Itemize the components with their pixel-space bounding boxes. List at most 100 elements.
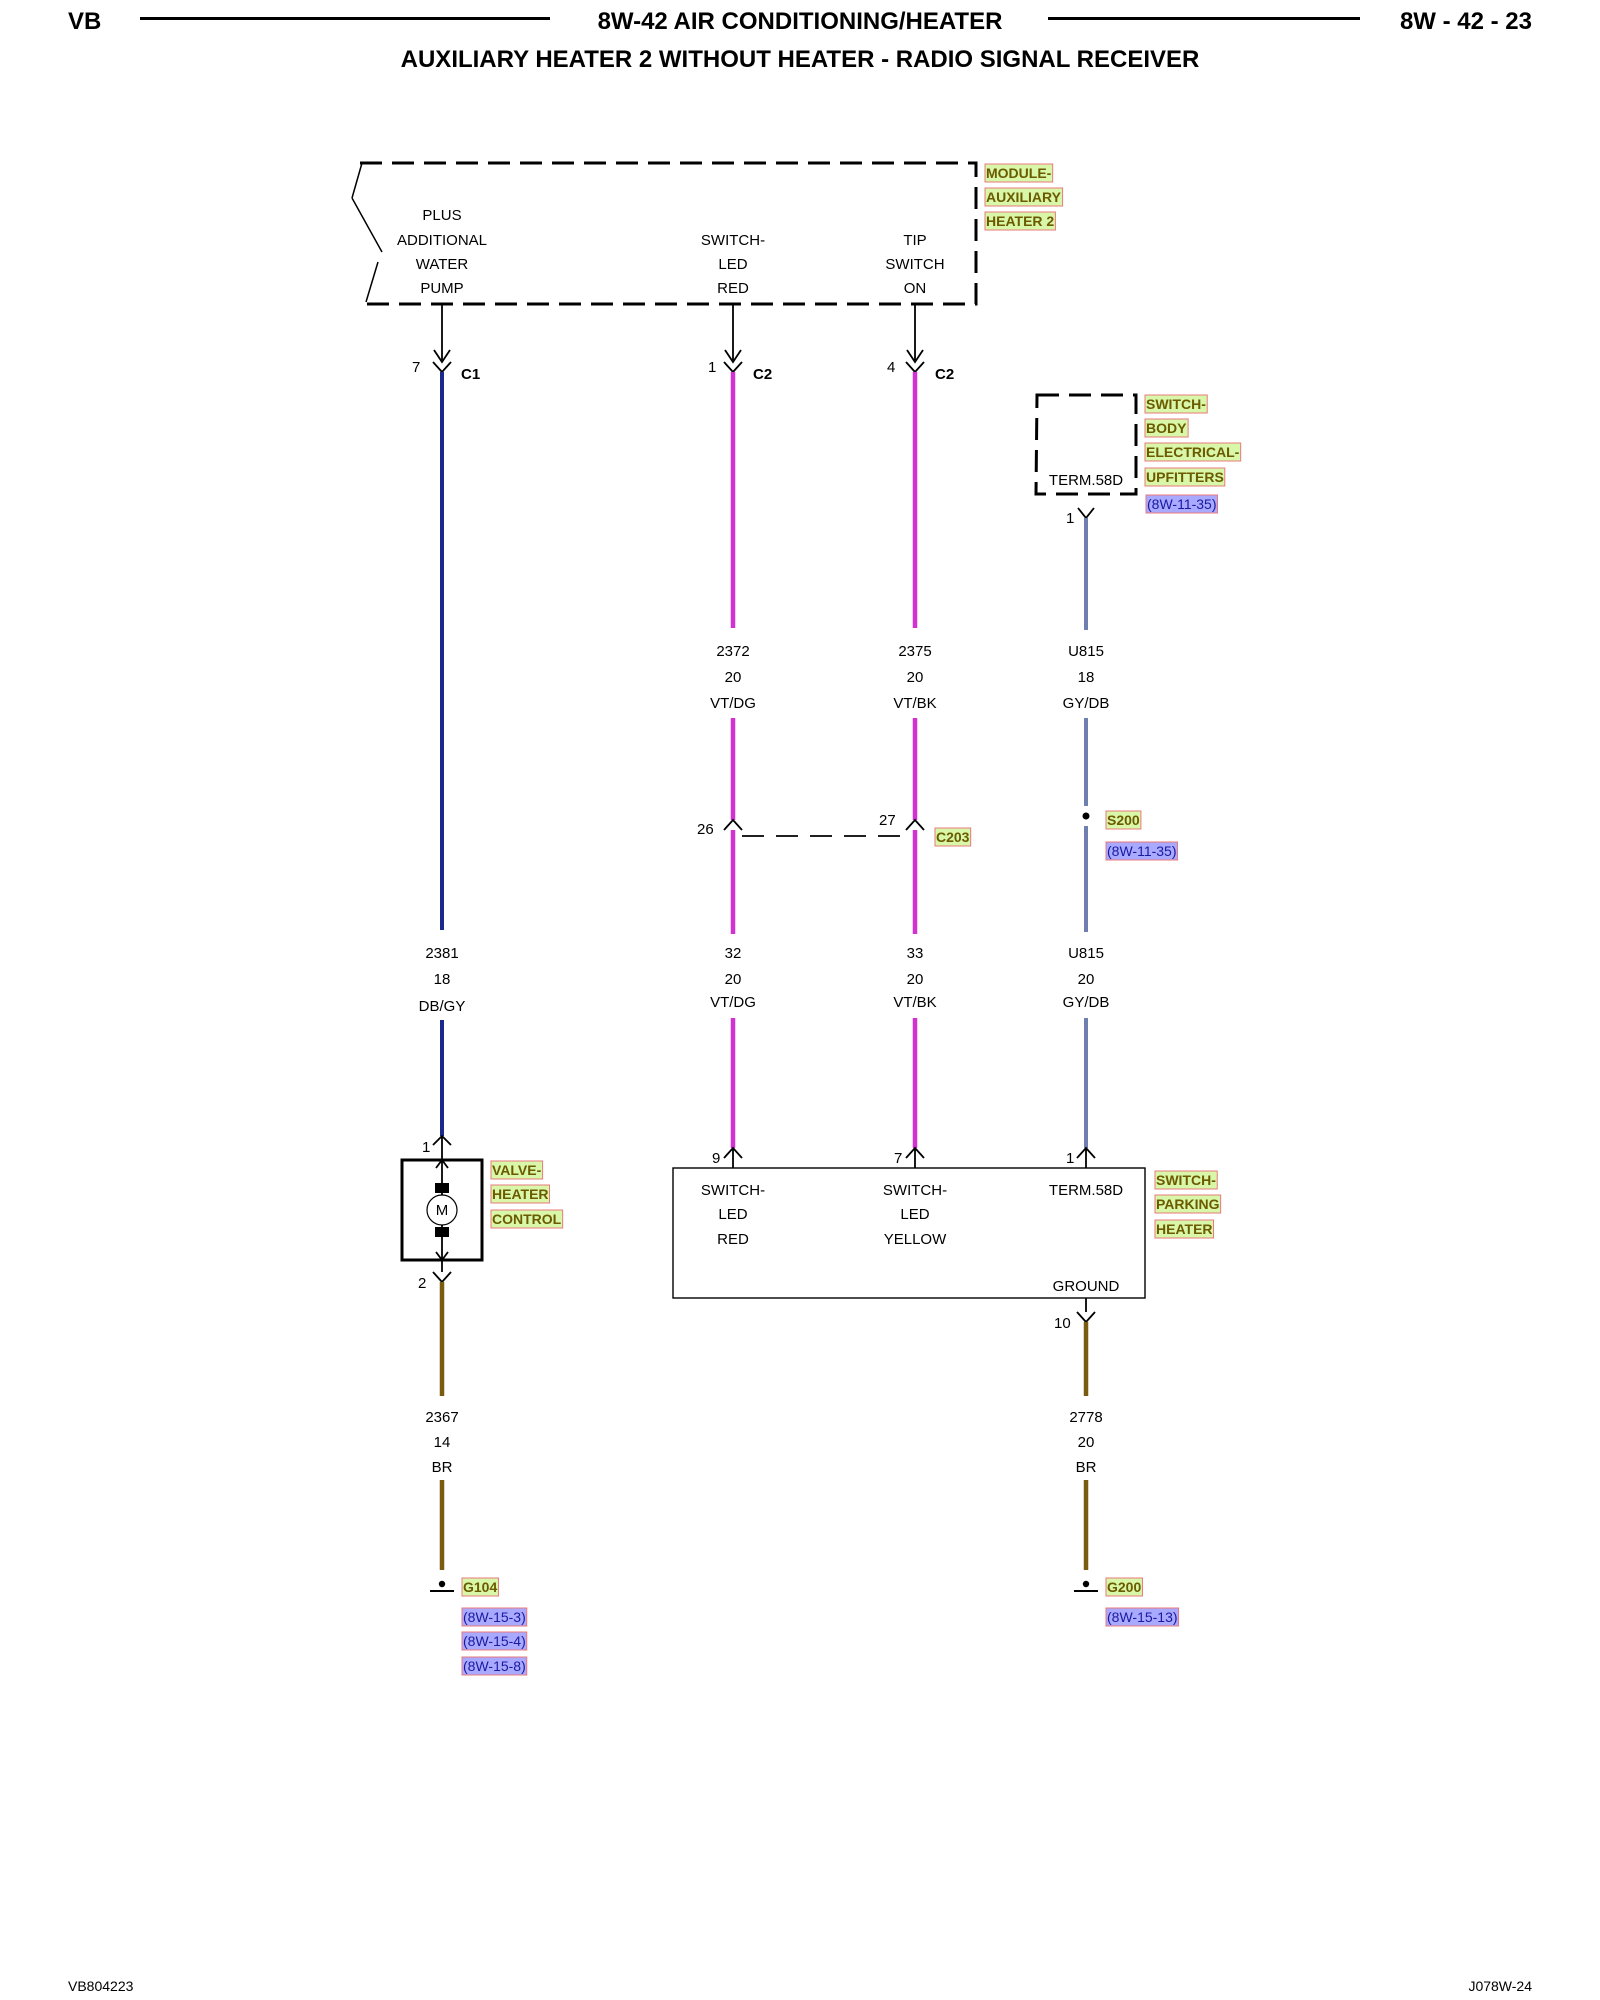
wire-2367-gauge: 14 — [434, 1434, 451, 1451]
module-tag-line-3: HEATER 2 — [986, 213, 1054, 229]
upfitter-switch-box — [1034, 393, 1138, 496]
wire-2367-color: BR — [432, 1459, 453, 1476]
c203-name: C203 — [936, 829, 970, 845]
tag-highlight — [1105, 810, 1142, 830]
module-pin-1-line-4: PUMP — [420, 280, 463, 297]
module-box — [360, 161, 978, 306]
module-connectors: 7 C1 1 C2 4 C2 — [412, 359, 954, 383]
module-pin-3-line-3: ON — [904, 280, 927, 297]
reference-highlight — [461, 1631, 528, 1651]
tag-highlight — [934, 827, 972, 847]
parking-pin-2-line-3: YELLOW — [884, 1231, 947, 1248]
valve-cavity-1: 1 — [422, 1139, 430, 1156]
wire-u815a-gauge: 18 — [1078, 669, 1095, 686]
header-rule-right — [1048, 17, 1360, 20]
parking-tag-line-3: HEATER — [1156, 1221, 1213, 1237]
footer-right: J078W-24 — [1468, 1978, 1532, 1994]
module-tag-line-1: MODULE- — [986, 165, 1052, 181]
parking-pin-1-line-3: RED — [717, 1231, 749, 1248]
wire-labels: 2372 20 VT/DG 2375 20 VT/BK U815 18 GY/D… — [419, 643, 1110, 1476]
g104-ref-2[interactable]: (8W-15-4) — [463, 1633, 526, 1649]
c203-cavity-26: 26 — [697, 821, 714, 838]
tag-highlight — [461, 1577, 499, 1597]
g200-ref[interactable]: (8W-15-13) — [1107, 1609, 1178, 1625]
upfitter-cavity: 1 — [1066, 510, 1074, 527]
module-pin-1-line-1: PLUS — [422, 207, 461, 224]
module-pin-1-line-3: WATER — [416, 256, 469, 273]
parking-cavity-1: 1 — [1066, 1150, 1074, 1167]
wire-2375-circuit: 2375 — [898, 643, 931, 660]
module-pin-3-line-1: TIP — [903, 232, 926, 249]
wire-2372-gauge: 20 — [725, 669, 742, 686]
tag-highlight — [984, 211, 1056, 231]
parking-pin-1-line-2: LED — [718, 1206, 747, 1223]
upfitter-tag-line-2: BODY — [1146, 420, 1187, 436]
upfitter-tag-line-3: ELECTRICAL- — [1146, 444, 1240, 460]
wire-33-gauge: 20 — [907, 971, 924, 988]
wire-2372-color: VT/DG — [710, 695, 756, 712]
module-pin-1-line-2: ADDITIONAL — [397, 232, 487, 249]
tag-highlight — [1144, 394, 1208, 414]
upfitter-ref[interactable]: (8W-11-35) — [1147, 496, 1217, 512]
upfitter-tag-line-1: SWITCH- — [1146, 396, 1206, 412]
tag-highlight — [1144, 442, 1242, 462]
wire-2778-gauge: 20 — [1078, 1434, 1095, 1451]
tag-highlight — [1154, 1219, 1215, 1239]
page-subtitle: AUXILIARY HEATER 2 WITHOUT HEATER - RADI… — [400, 46, 1200, 73]
motor-letter: M — [436, 1202, 449, 1219]
parking-tag-line-1: SWITCH- — [1156, 1172, 1216, 1188]
wire-u815a-color: GY/DB — [1063, 695, 1110, 712]
page-title: 8W-42 AIR CONDITIONING/HEATER — [597, 8, 1003, 35]
wire-u815b-circuit: U815 — [1068, 945, 1104, 962]
module-box-break — [351, 162, 383, 303]
tag-highlight — [1105, 1577, 1143, 1597]
wire-2381-circuit: 2381 — [425, 945, 458, 962]
wire-32-color: VT/DG — [710, 994, 756, 1011]
c2-cavity-4: 4 — [887, 359, 895, 376]
reference-highlight — [1105, 1607, 1180, 1627]
upfitter-switch-labels: SWITCH- BODY ELECTRICAL- UPFITTERS (8W-1… — [1049, 396, 1240, 527]
module-tag: MODULE- AUXILIARY HEATER 2 — [986, 165, 1062, 229]
ground-labels: G104 (8W-15-3) (8W-15-4) (8W-15-8) G200 … — [463, 1579, 1178, 1674]
c1-cavity: 7 — [412, 359, 420, 376]
s200-ref[interactable]: (8W-11-35) — [1107, 843, 1177, 859]
g104-name: G104 — [463, 1579, 497, 1595]
parking-switch-box — [672, 1167, 1146, 1299]
module-pin-2-line-3: RED — [717, 280, 749, 297]
footer-left: VB804223 — [68, 1978, 134, 1994]
wire-32-gauge: 20 — [725, 971, 742, 988]
tag-highlight — [1144, 467, 1226, 487]
g104-ref-1[interactable]: (8W-15-3) — [463, 1609, 526, 1625]
c2-name-4: C2 — [935, 366, 954, 383]
g200-name: G200 — [1107, 1579, 1141, 1595]
g104-ref-3[interactable]: (8W-15-8) — [463, 1658, 526, 1674]
tag-backgrounds — [461, 163, 1242, 1676]
motor-icon — [426, 1194, 458, 1226]
c2-cavity-1: 1 — [708, 359, 716, 376]
wire-2381-color: DB/GY — [419, 998, 466, 1015]
module-pin-labels: PLUS ADDITIONAL WATER PUMP SWITCH- LED R… — [397, 207, 945, 297]
module-pin-3-line-2: SWITCH — [885, 256, 944, 273]
parking-pin-1-line-1: SWITCH- — [701, 1182, 765, 1199]
tag-highlight — [984, 187, 1064, 207]
wire-2375-gauge: 20 — [907, 669, 924, 686]
valve-cavity-2: 2 — [418, 1275, 426, 1292]
tag-highlight — [1144, 418, 1189, 438]
parking-switch-labels: SWITCH- PARKING HEATER SWITCH- LED RED S… — [701, 1150, 1220, 1332]
tag-highlight — [1154, 1170, 1218, 1190]
parking-cavity-7: 7 — [894, 1150, 902, 1167]
upfitter-pin-label: TERM.58D — [1049, 472, 1123, 489]
valve-labels: VALVE- HEATER CONTROL M 1 2 — [418, 1139, 562, 1292]
tag-highlight — [984, 163, 1054, 183]
parking-ground-label: GROUND — [1053, 1278, 1120, 1295]
reference-highlight — [1105, 841, 1179, 861]
module-tag-line-2: AUXILIARY — [986, 189, 1062, 205]
wire-u815b-color: GY/DB — [1063, 994, 1110, 1011]
header-rule-left — [140, 17, 550, 20]
wire-32-circuit: 32 — [725, 945, 742, 962]
header-left: VB — [68, 8, 102, 35]
reference-highlight — [1145, 494, 1219, 514]
s200-name: S200 — [1107, 812, 1140, 828]
parking-pin-2-line-1: SWITCH- — [883, 1182, 947, 1199]
